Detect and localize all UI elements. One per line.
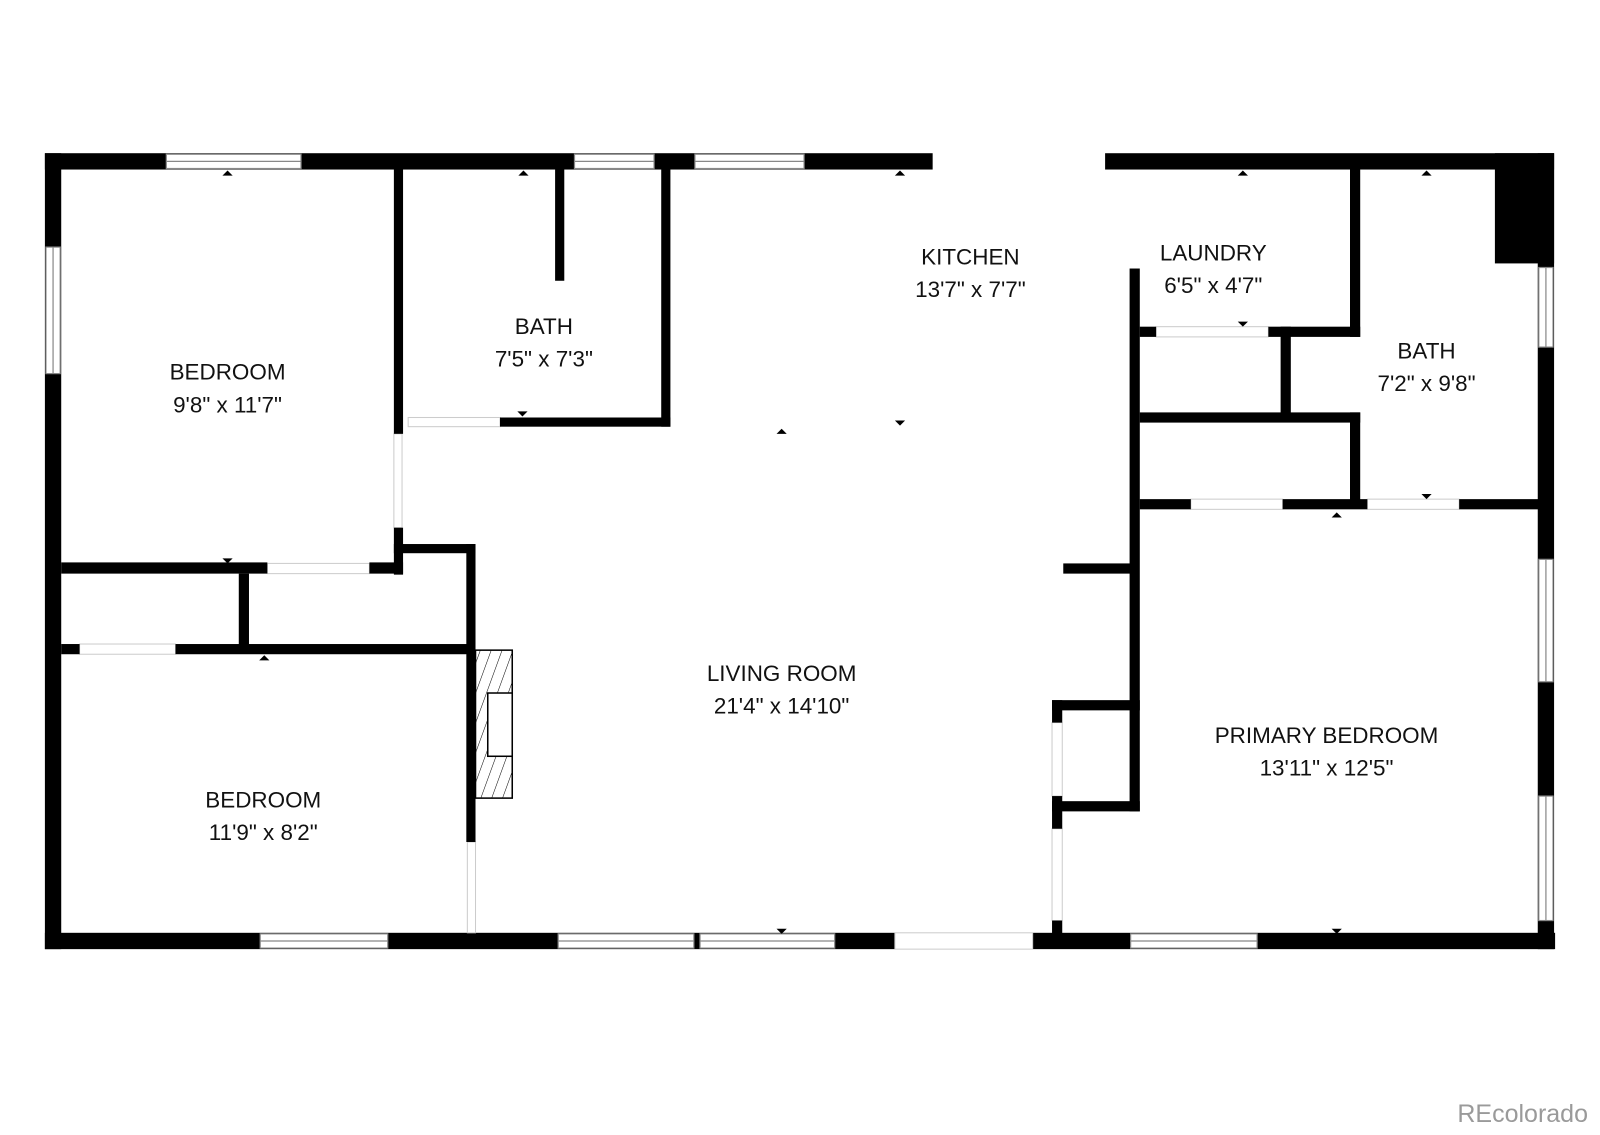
room-labels: BEDROOM 9'8" x 11'7" BATH 7'5" x 7'3" KI… [170, 240, 1476, 845]
room-name-bath-2: BATH [1397, 338, 1455, 363]
interior-walls [61, 160, 1546, 935]
room-size-bedroom-2: 11'9" x 8'2" [209, 820, 318, 845]
room-size-living: 21'4" x 14'10" [714, 693, 850, 718]
room-name-bath-1: BATH [515, 314, 573, 339]
room-size-bedroom-1: 9'8" x 11'7" [173, 392, 282, 417]
room-size-bath-1: 7'5" x 7'3" [495, 346, 593, 371]
room-name-kitchen: KITCHEN [921, 244, 1019, 269]
room-name-laundry: LAUNDRY [1160, 240, 1267, 265]
room-name-living: LIVING ROOM [707, 661, 857, 686]
room-name-primary-bedroom: PRIMARY BEDROOM [1215, 723, 1439, 748]
fireplace [474, 649, 514, 799]
room-size-bath-2: 7'2" x 9'8" [1377, 371, 1475, 396]
windows [45, 153, 1554, 949]
dimension-markers [222, 170, 1432, 934]
watermark-logo: REcolorado [1457, 1100, 1588, 1128]
room-name-bedroom-1: BEDROOM [170, 360, 286, 385]
room-name-bedroom-2: BEDROOM [205, 787, 321, 812]
room-size-kitchen: 13'7" x 7'7" [915, 277, 1026, 302]
room-size-laundry: 6'5" x 4'7" [1164, 273, 1262, 298]
room-size-primary-bedroom: 13'11" x 12'5" [1260, 756, 1394, 781]
